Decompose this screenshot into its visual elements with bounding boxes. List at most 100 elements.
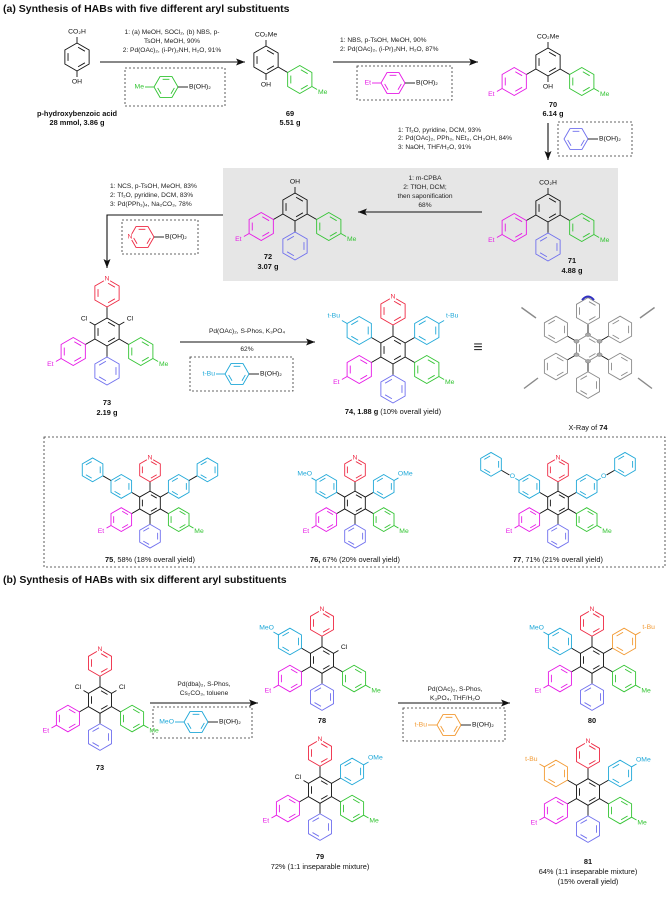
double-bond — [114, 477, 121, 482]
bond — [365, 508, 374, 515]
xray-atom-ellipsoid — [573, 339, 580, 344]
double-bond — [560, 668, 568, 674]
substituent-tbu: t-Bu — [415, 722, 428, 729]
bond — [596, 525, 602, 529]
double-bond — [85, 461, 92, 466]
double-bond — [582, 71, 590, 77]
bond — [341, 320, 348, 324]
conditions-a4-line3: then saponification — [398, 193, 453, 200]
substituent-tbu: t-Bu — [446, 312, 459, 319]
pyridine-ring — [380, 296, 406, 326]
bond — [371, 337, 382, 344]
bond — [111, 690, 117, 694]
bond — [273, 631, 279, 636]
bond — [596, 477, 601, 481]
reagent-box-b1 — [152, 706, 253, 739]
double-bond — [584, 702, 592, 707]
double-bond — [587, 524, 594, 529]
conditions-a1-line1: 1: (a) MeOH, SOCl₂, (b) NBS, p- — [125, 29, 220, 36]
xray-terminal-group — [637, 377, 653, 390]
pyridine-ring — [139, 457, 161, 483]
bond — [331, 796, 341, 803]
bond — [118, 321, 125, 326]
conditions-a4-line2: 2: TfOH, DCM; — [403, 184, 447, 191]
compound-id-71: 71 — [568, 256, 576, 265]
arrow-head — [249, 699, 258, 707]
double-bond — [620, 356, 628, 362]
aryl-ring — [518, 507, 541, 532]
central-ring — [380, 335, 406, 365]
double-bond — [612, 334, 620, 340]
bond — [365, 684, 371, 689]
double-bond — [616, 631, 624, 637]
bond — [526, 214, 537, 221]
double-bond — [179, 510, 186, 516]
central-ring — [580, 646, 604, 674]
conditions-a1-line3: 2: Pd(OAc)₂, (i-Pr)₂NH, H₂O, 91% — [123, 47, 222, 54]
double-bond — [384, 394, 393, 400]
aryl-ring — [167, 474, 190, 499]
aryl-ring — [340, 757, 365, 786]
double-bond — [580, 819, 588, 824]
pyridine-ring — [88, 649, 112, 677]
compound-id-79: 79 — [316, 852, 324, 861]
central-ring — [576, 778, 600, 806]
double-bond — [529, 510, 537, 516]
bond — [571, 647, 581, 654]
conditions-a3-line2: 2: Pd(OAc)₂, PPh₃, NEt₃, CH₃OH, 84% — [398, 135, 512, 142]
double-bond — [266, 49, 275, 55]
substituent-meo: MeO — [159, 719, 174, 726]
double-bond — [440, 725, 445, 732]
double-bond — [92, 742, 100, 747]
bond — [543, 631, 549, 636]
conditions-a4-line4: 68% — [418, 202, 431, 209]
compound-amount-70: 6.14 g — [543, 109, 564, 118]
double-bond — [98, 360, 107, 366]
bond — [160, 491, 169, 498]
substituent-et: Et — [98, 528, 105, 535]
aryl-ring — [380, 374, 406, 404]
boronic-acid-label: B(OH)₂ — [260, 371, 282, 378]
aryl-ring — [576, 297, 600, 325]
n-atom-mask — [126, 233, 134, 241]
aryl-ring — [543, 796, 568, 825]
double-bond — [262, 216, 270, 222]
double-bond — [556, 371, 564, 377]
bond — [496, 234, 503, 238]
bond — [635, 631, 641, 636]
aryl-ring — [81, 457, 104, 483]
double-bond — [522, 490, 529, 496]
aryl-ring — [563, 128, 589, 150]
conditions-a5-line2: 2: Tf₂O, pyridine, DCM, 83% — [110, 192, 193, 199]
conditions-a5-line1: 1: NCS, p-TsOH, MeOH, 83% — [110, 183, 197, 190]
double-bond — [146, 237, 151, 244]
central-ring — [535, 47, 561, 77]
xray-terminal-group — [521, 306, 537, 319]
bond — [631, 816, 637, 821]
bond — [365, 491, 374, 498]
double-bond — [522, 477, 529, 482]
double-bond — [344, 776, 352, 782]
bond — [188, 475, 198, 481]
aryl-ring — [547, 523, 569, 549]
double-bond — [320, 795, 328, 800]
compound-id-78: 78 — [318, 716, 326, 725]
bond — [102, 475, 112, 481]
bond — [85, 338, 96, 345]
n-atom-mask — [318, 606, 326, 614]
reaction-arrow-a4 — [358, 208, 482, 216]
double-bond — [141, 341, 149, 347]
nitrogen-atom: N — [586, 738, 591, 745]
xray-atom-ellipsoid — [585, 359, 591, 364]
double-bond — [587, 510, 594, 516]
double-bond — [354, 683, 362, 689]
double-bond — [100, 668, 108, 673]
pyridine-ring — [94, 278, 120, 308]
aryl-ring — [342, 664, 367, 693]
bond — [393, 525, 399, 529]
double-bond — [360, 374, 368, 380]
substituent-et: Et — [235, 236, 242, 243]
double-bond — [548, 763, 556, 769]
bond — [593, 88, 600, 92]
